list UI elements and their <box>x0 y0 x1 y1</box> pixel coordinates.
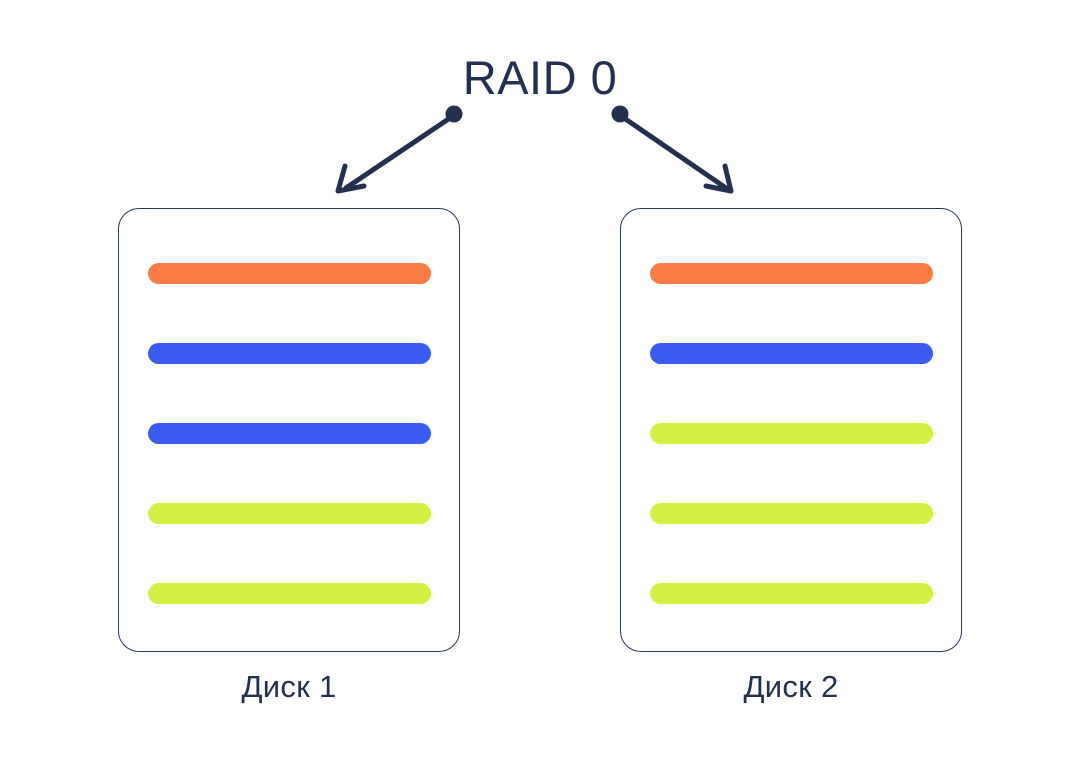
stripe <box>148 343 431 364</box>
arrow-shaft-right <box>621 115 729 191</box>
disk-1-label: Диск 1 <box>241 669 337 704</box>
arrow-to-disk-1 <box>335 105 463 194</box>
stripe <box>148 423 431 444</box>
disk-2-stripe-stack <box>650 263 933 604</box>
disk-1-stripe-stack <box>148 263 431 604</box>
arrowhead-right <box>703 163 734 194</box>
arrow-to-disk-2 <box>611 105 734 194</box>
stripe <box>148 503 431 524</box>
stripe <box>650 343 933 364</box>
disk-1-container[interactable] <box>118 208 460 652</box>
disk-2-label: Диск 2 <box>743 669 839 704</box>
stripe <box>148 263 431 284</box>
stripe <box>650 263 933 284</box>
arrow-shaft-left <box>343 115 453 191</box>
arrow-origin-dot-left <box>445 105 463 123</box>
stripe <box>650 583 933 604</box>
disk-2-container[interactable] <box>620 208 962 652</box>
stripe <box>650 503 933 524</box>
arrowhead-left <box>335 163 367 194</box>
stripe <box>148 583 431 604</box>
stripe <box>650 423 933 444</box>
page-title: RAID 0 <box>462 51 618 104</box>
arrow-origin-dot-right <box>611 105 629 123</box>
